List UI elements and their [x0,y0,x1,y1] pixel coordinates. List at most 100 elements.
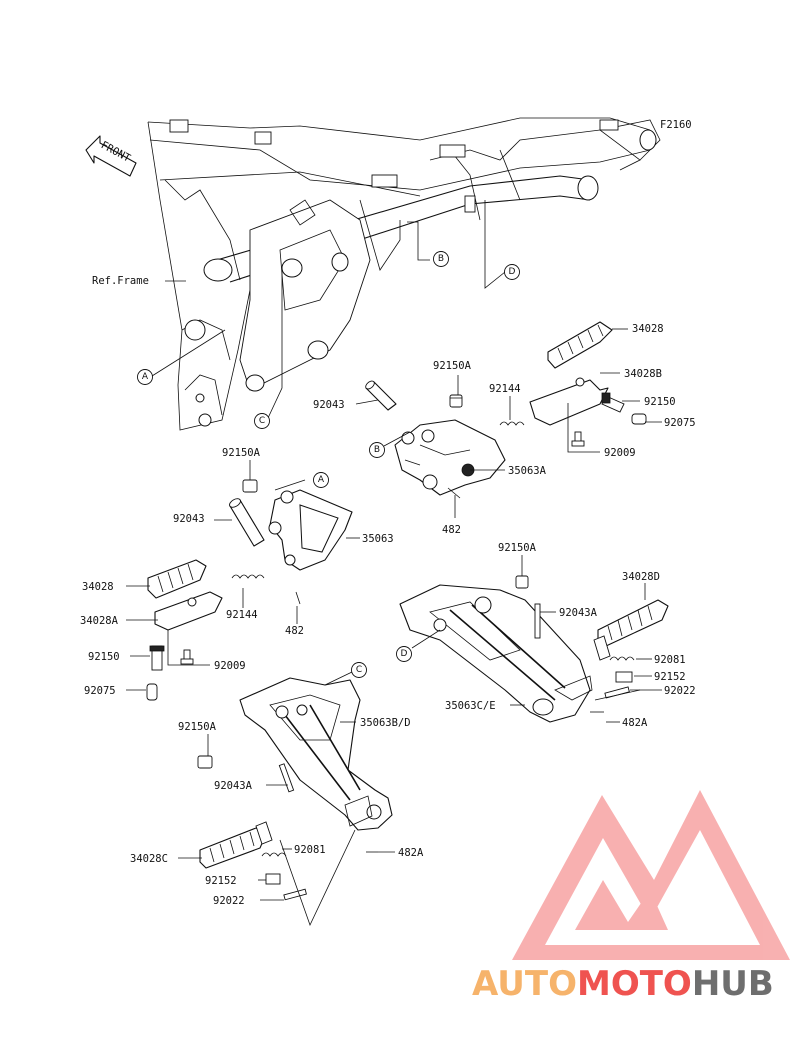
callout-a-frame: A [137,369,153,385]
left-bracket-35063 [268,489,353,571]
left-spring-92144 [231,574,265,579]
callout-a-bracket-label: A [318,475,325,485]
label-ll-92152: 92152 [205,875,237,887]
watermark-text: AUTOMOTOHUB [472,964,774,1004]
upper-right-bolt-92150A [449,394,463,408]
callout-c-frame-label: C [259,416,265,426]
label-ll-92043A: 92043A [214,780,253,792]
lower-left-rubber-34028C [199,821,273,869]
left-pin-92150 [149,645,165,671]
lower-right-part-92152 [615,671,633,683]
leader-frame-c [267,270,283,419]
lower-right-pin-92022 [604,686,630,699]
front-arrow-icon: FRONT [85,135,137,177]
left-footpeg-34028A [154,591,223,631]
label-ur-34028B: 34028B [624,368,662,380]
callout-c-frame: C [254,413,270,429]
watermark-logo [512,790,790,960]
label-l-92075: 92075 [84,685,116,697]
label-l-34028: 34028 [82,581,114,593]
label-ll-92022: 92022 [213,895,245,907]
callout-d-frame: D [504,264,520,280]
upper-right-clip-482 [447,487,461,499]
label-ll-92150A: 92150A [178,721,217,733]
left-pin-92043 [229,498,265,547]
label-l-92144: 92144 [226,609,258,621]
upper-right-rubber-34028 [547,321,613,369]
label-lr-34028D: 34028D [622,571,660,583]
lower-right-bracket-35063CE [399,584,593,723]
label-l-35063: 35063 [362,533,394,545]
leader-lr-group [594,689,641,701]
lower-right-spring-92081 [609,656,635,661]
label-ur-34028: 34028 [632,323,664,335]
callout-b-bracket-label: B [374,445,380,455]
callout-a-bracket: A [313,472,329,488]
upper-right-pin-92043 [365,380,397,411]
left-clip-482 [295,591,301,605]
upper-right-pin-92150 [601,392,625,413]
label-ur-482: 482 [442,524,461,536]
callout-c-bracket-label: C [356,665,362,675]
callout-b-frame: B [433,251,449,267]
label-l-92009: 92009 [214,660,246,672]
label-l-482: 482 [285,625,304,637]
label-lr-92152: 92152 [654,671,686,683]
leader-l-a [274,479,306,491]
lower-left-pin-92043A [278,763,295,793]
watermark-moto: MOTO [577,964,692,1004]
label-ur-92150: 92150 [644,396,676,408]
leader-ll-c [324,671,353,686]
lower-right-pin-92043A [534,603,541,639]
lower-left-spring-92081 [261,852,287,857]
leader-frame-a [151,329,226,377]
callout-d-bracket-label: D [401,649,408,659]
frame-drawing [147,117,661,431]
watermark-hub: HUB [692,964,774,1004]
upper-right-spring-92144 [499,421,525,426]
left-part-92075 [146,683,158,701]
leader-ur-92043 [355,399,379,405]
lower-right-rubber-34028D [593,599,669,661]
callout-a-frame-label: A [142,372,149,382]
lower-left-bolt-92150A [197,755,213,769]
label-lr-92022: 92022 [664,685,696,697]
left-rubber-34028 [147,559,207,599]
label-lr-482A: 482A [622,717,648,729]
lower-left-part-92152 [265,873,281,885]
callout-b-bracket: B [369,442,385,458]
label-ur-92150A: 92150A [433,360,472,372]
label-lr-35063CE: 35063C/E [445,700,496,712]
label-ur-92075: 92075 [664,417,696,429]
label-ll-34028C: 34028C [130,853,168,865]
label-ur-92144: 92144 [489,383,521,395]
upper-right-footpeg-34028B [529,377,609,426]
upper-right-bracket [394,419,506,496]
callout-d-frame-label: D [509,267,516,277]
label-ur-35063A: 35063A [508,465,547,477]
label-ll-92081: 92081 [294,844,326,856]
label-lr-92150A: 92150A [498,542,537,554]
leader-l-92009 [167,630,210,666]
leader-frame-b [407,221,430,261]
leader-ur-92009 [567,403,600,453]
frame-label: Ref.Frame [92,275,149,287]
left-bolt-92150A [242,479,258,493]
label-lr-92043A: 92043A [559,607,598,619]
upper-right-part-92075 [631,413,647,425]
label-l-92150A: 92150A [222,447,261,459]
upper-right-screw-92009 [571,431,585,447]
leader-lr-d [411,629,441,649]
figure-code: F2160 [660,119,692,131]
label-l-34028A: 34028A [80,615,119,627]
lower-left-pin-92022 [283,888,307,901]
label-ur-92043: 92043 [313,399,345,411]
lower-left-bracket-35063BD [239,677,393,831]
label-l-92150: 92150 [88,651,120,663]
callout-d-bracket: D [396,646,412,662]
left-screw-92009 [180,649,194,665]
watermark-auto: AUTO [472,964,577,1004]
leader-ll-group [279,829,356,927]
leader-ur-b [383,431,411,447]
